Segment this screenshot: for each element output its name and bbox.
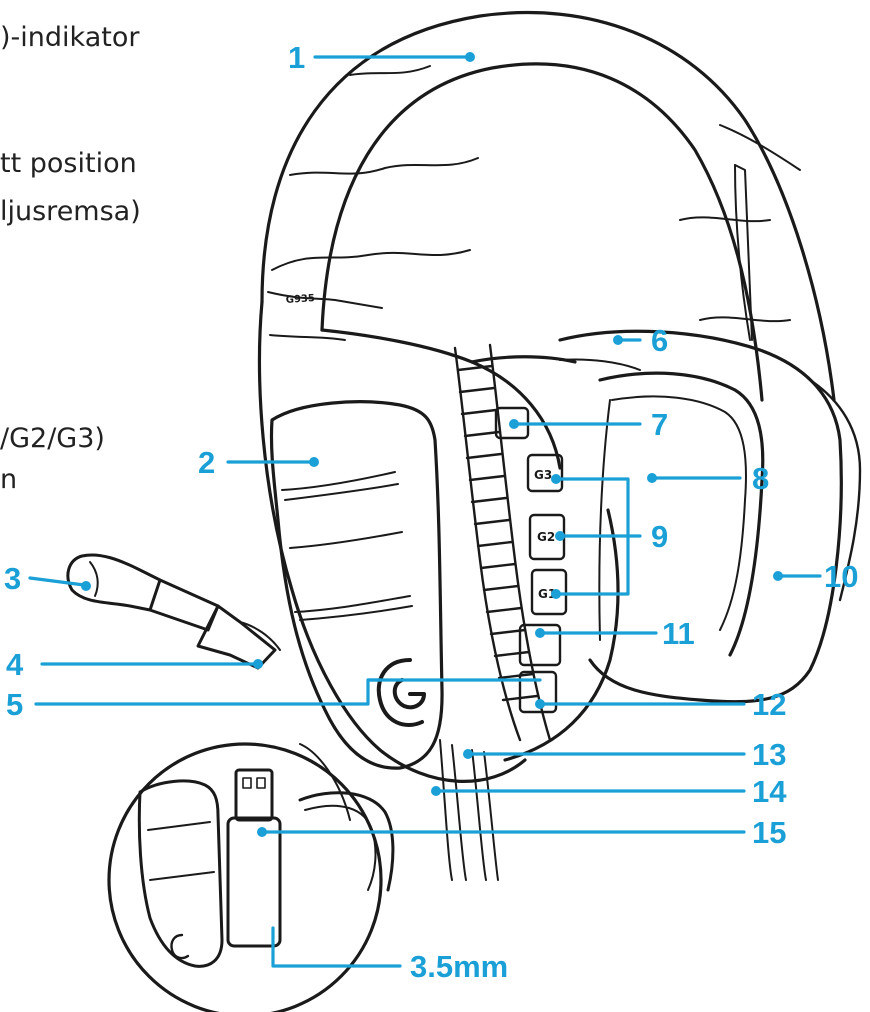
callout-10: 10 [824, 559, 858, 594]
callout-2: 2 [198, 445, 215, 480]
model-label: G935 [285, 293, 315, 306]
callout-15: 15 [752, 815, 786, 850]
callout-3: 3 [4, 561, 21, 596]
callout-13: 13 [752, 737, 786, 772]
earpad-illustration [558, 329, 862, 704]
side-text-line-4: /G2/G3) [0, 423, 105, 454]
button-label-g1: G1 [538, 587, 556, 601]
callout-6: 6 [651, 323, 668, 358]
callout-3-5mm: 3.5mm [410, 949, 508, 984]
callout-11: 11 [662, 616, 695, 651]
callout-12: 12 [752, 687, 786, 722]
callout-8: 8 [752, 461, 769, 496]
headband-illustration [260, 10, 836, 402]
side-text-line-2: tt position [0, 148, 137, 179]
side-text-line-1: )-indikator [0, 22, 140, 53]
volume-wheel-illustration [453, 343, 552, 742]
callout-7: 7 [651, 407, 668, 442]
callout-1: 1 [288, 40, 305, 75]
callout-14: 14 [752, 774, 787, 809]
leader-lines [28, 55, 822, 968]
cables-illustration [439, 739, 499, 881]
g-logo-illustration [376, 658, 426, 728]
button-label-g2: G2 [537, 530, 555, 544]
callout-4: 4 [6, 647, 24, 682]
button-label-g3: G3 [534, 468, 552, 482]
callout-9: 9 [651, 519, 668, 554]
mic-cover-plate-illustration [269, 400, 444, 770]
inset-magnifier-illustration [107, 742, 395, 1012]
side-text-line-5: n [0, 464, 18, 495]
leader-dots [81, 52, 783, 837]
microphone-boom-illustration [66, 553, 281, 670]
side-text-line-3: ljusremsa) [0, 196, 141, 227]
callout-5: 5 [6, 687, 23, 722]
